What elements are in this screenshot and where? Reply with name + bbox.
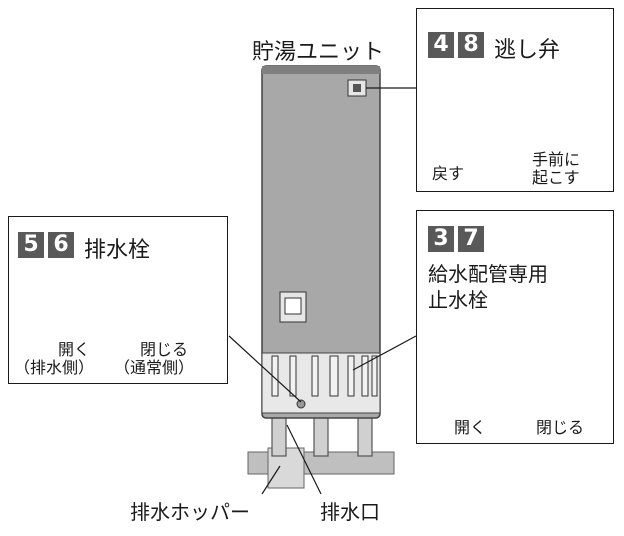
supply-stopcock-title-line1: 給水配管専用 [428, 262, 548, 286]
drain-cock-close-label: 閉じる [140, 340, 189, 359]
step-number-4: 4 [428, 32, 454, 58]
step-number-6: 6 [48, 232, 74, 258]
storage-unit-label: 貯湯ユニット [252, 40, 385, 65]
step-number-8: 8 [458, 32, 484, 58]
drain-cock-close-sub: （通常側） [114, 358, 195, 377]
drain-hopper-label: 排水ホッパー [130, 500, 250, 524]
relief-valve-raise-label: 手前に [532, 150, 581, 169]
relief-valve-raise-label-2: 起こす [532, 168, 580, 187]
drain-cock-open-sub: （排水側） [14, 358, 95, 377]
step-number-5: 5 [18, 232, 44, 258]
drain-outlet-label: 排水口 [320, 500, 380, 524]
step-number-7: 7 [458, 226, 484, 252]
supply-stopcock-close-label: 閉じる [536, 418, 585, 437]
drain-cock-title: 排水栓 [84, 238, 151, 263]
drain-cock-open-label: 開く [58, 340, 91, 359]
drain-cock-callout [8, 216, 228, 384]
supply-stopcock-title-line2: 止水栓 [428, 288, 488, 312]
relief-valve-return-label: 戻す [432, 164, 465, 183]
step-number-3: 3 [428, 226, 454, 252]
supply-stopcock-open-label: 開く [454, 418, 487, 437]
storage-tank-unit [261, 65, 381, 419]
leader-lines [228, 87, 417, 495]
unit-legs [271, 411, 373, 457]
relief-valve-title: 逃し弁 [494, 38, 561, 63]
